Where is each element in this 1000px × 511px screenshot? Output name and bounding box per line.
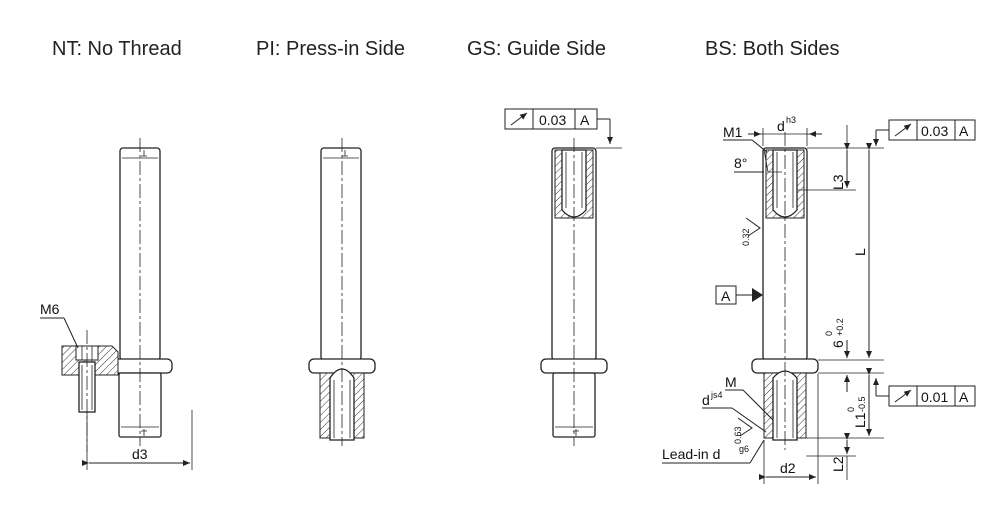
label-djs: d <box>702 392 710 408</box>
label-d-tolerance: h3 <box>786 115 796 125</box>
title-both-sides: BS: Both Sides <box>705 38 840 60</box>
bs-bottom-datum-letter: A <box>959 389 969 405</box>
pin-press-in <box>308 138 376 446</box>
pin-guide-side: 0.03 A <box>504 108 622 446</box>
bs-top-datum-letter: A <box>959 123 969 139</box>
guide-thread-bore <box>561 149 587 218</box>
gs-datum-letter: A <box>580 112 590 128</box>
bs-top-tolerance-value: 0.03 <box>921 123 948 139</box>
title-guide-side: GS: Guide Side <box>467 38 606 60</box>
label-six-upper: 0 <box>824 331 834 336</box>
gs-tolerance-value: 0.03 <box>539 112 566 128</box>
label-l1-upper: 0 <box>846 407 856 412</box>
label-l2: L2 <box>830 456 846 472</box>
label-l3: L3 <box>830 174 846 190</box>
label-m1: M1 <box>723 124 743 140</box>
bottom-thread-bore <box>772 370 798 441</box>
roughness-bottom: 0.63 <box>733 426 743 444</box>
label-six-lower: +0.2 <box>835 318 845 336</box>
label-m6: M6 <box>40 301 60 317</box>
label-l1-lower: -0.5 <box>857 396 867 412</box>
pin-both-sides: d h3 M1 8° 0.32 A 0.03 A <box>662 115 976 484</box>
label-d2: d2 <box>780 460 796 476</box>
title-press-in-side: PI: Press-in Side <box>256 38 405 60</box>
label-l1: L1 <box>852 412 868 428</box>
datum-cell-bottom <box>954 385 976 407</box>
label-d: d <box>777 118 785 134</box>
label-six: 6 <box>830 340 846 348</box>
pin-body <box>320 147 362 361</box>
roughness-top: 0.32 <box>741 228 751 246</box>
label-lead-in: Lead-in d <box>662 446 720 462</box>
bs-bottom-tolerance-value: 0.01 <box>921 389 948 405</box>
label-l: L <box>852 248 868 256</box>
label-djs-tolerance: js4 <box>710 390 723 400</box>
pin-no-thread: M6 d3 <box>40 138 193 470</box>
datum-a-label: A <box>721 288 731 304</box>
datum-cell-top <box>954 119 976 141</box>
label-d3: d3 <box>132 446 148 462</box>
label-lead-in-tolerance: g6 <box>739 444 749 454</box>
title-no-thread: NT: No Thread <box>52 38 182 60</box>
label-angle: 8° <box>734 155 747 171</box>
label-m: M <box>725 374 737 390</box>
